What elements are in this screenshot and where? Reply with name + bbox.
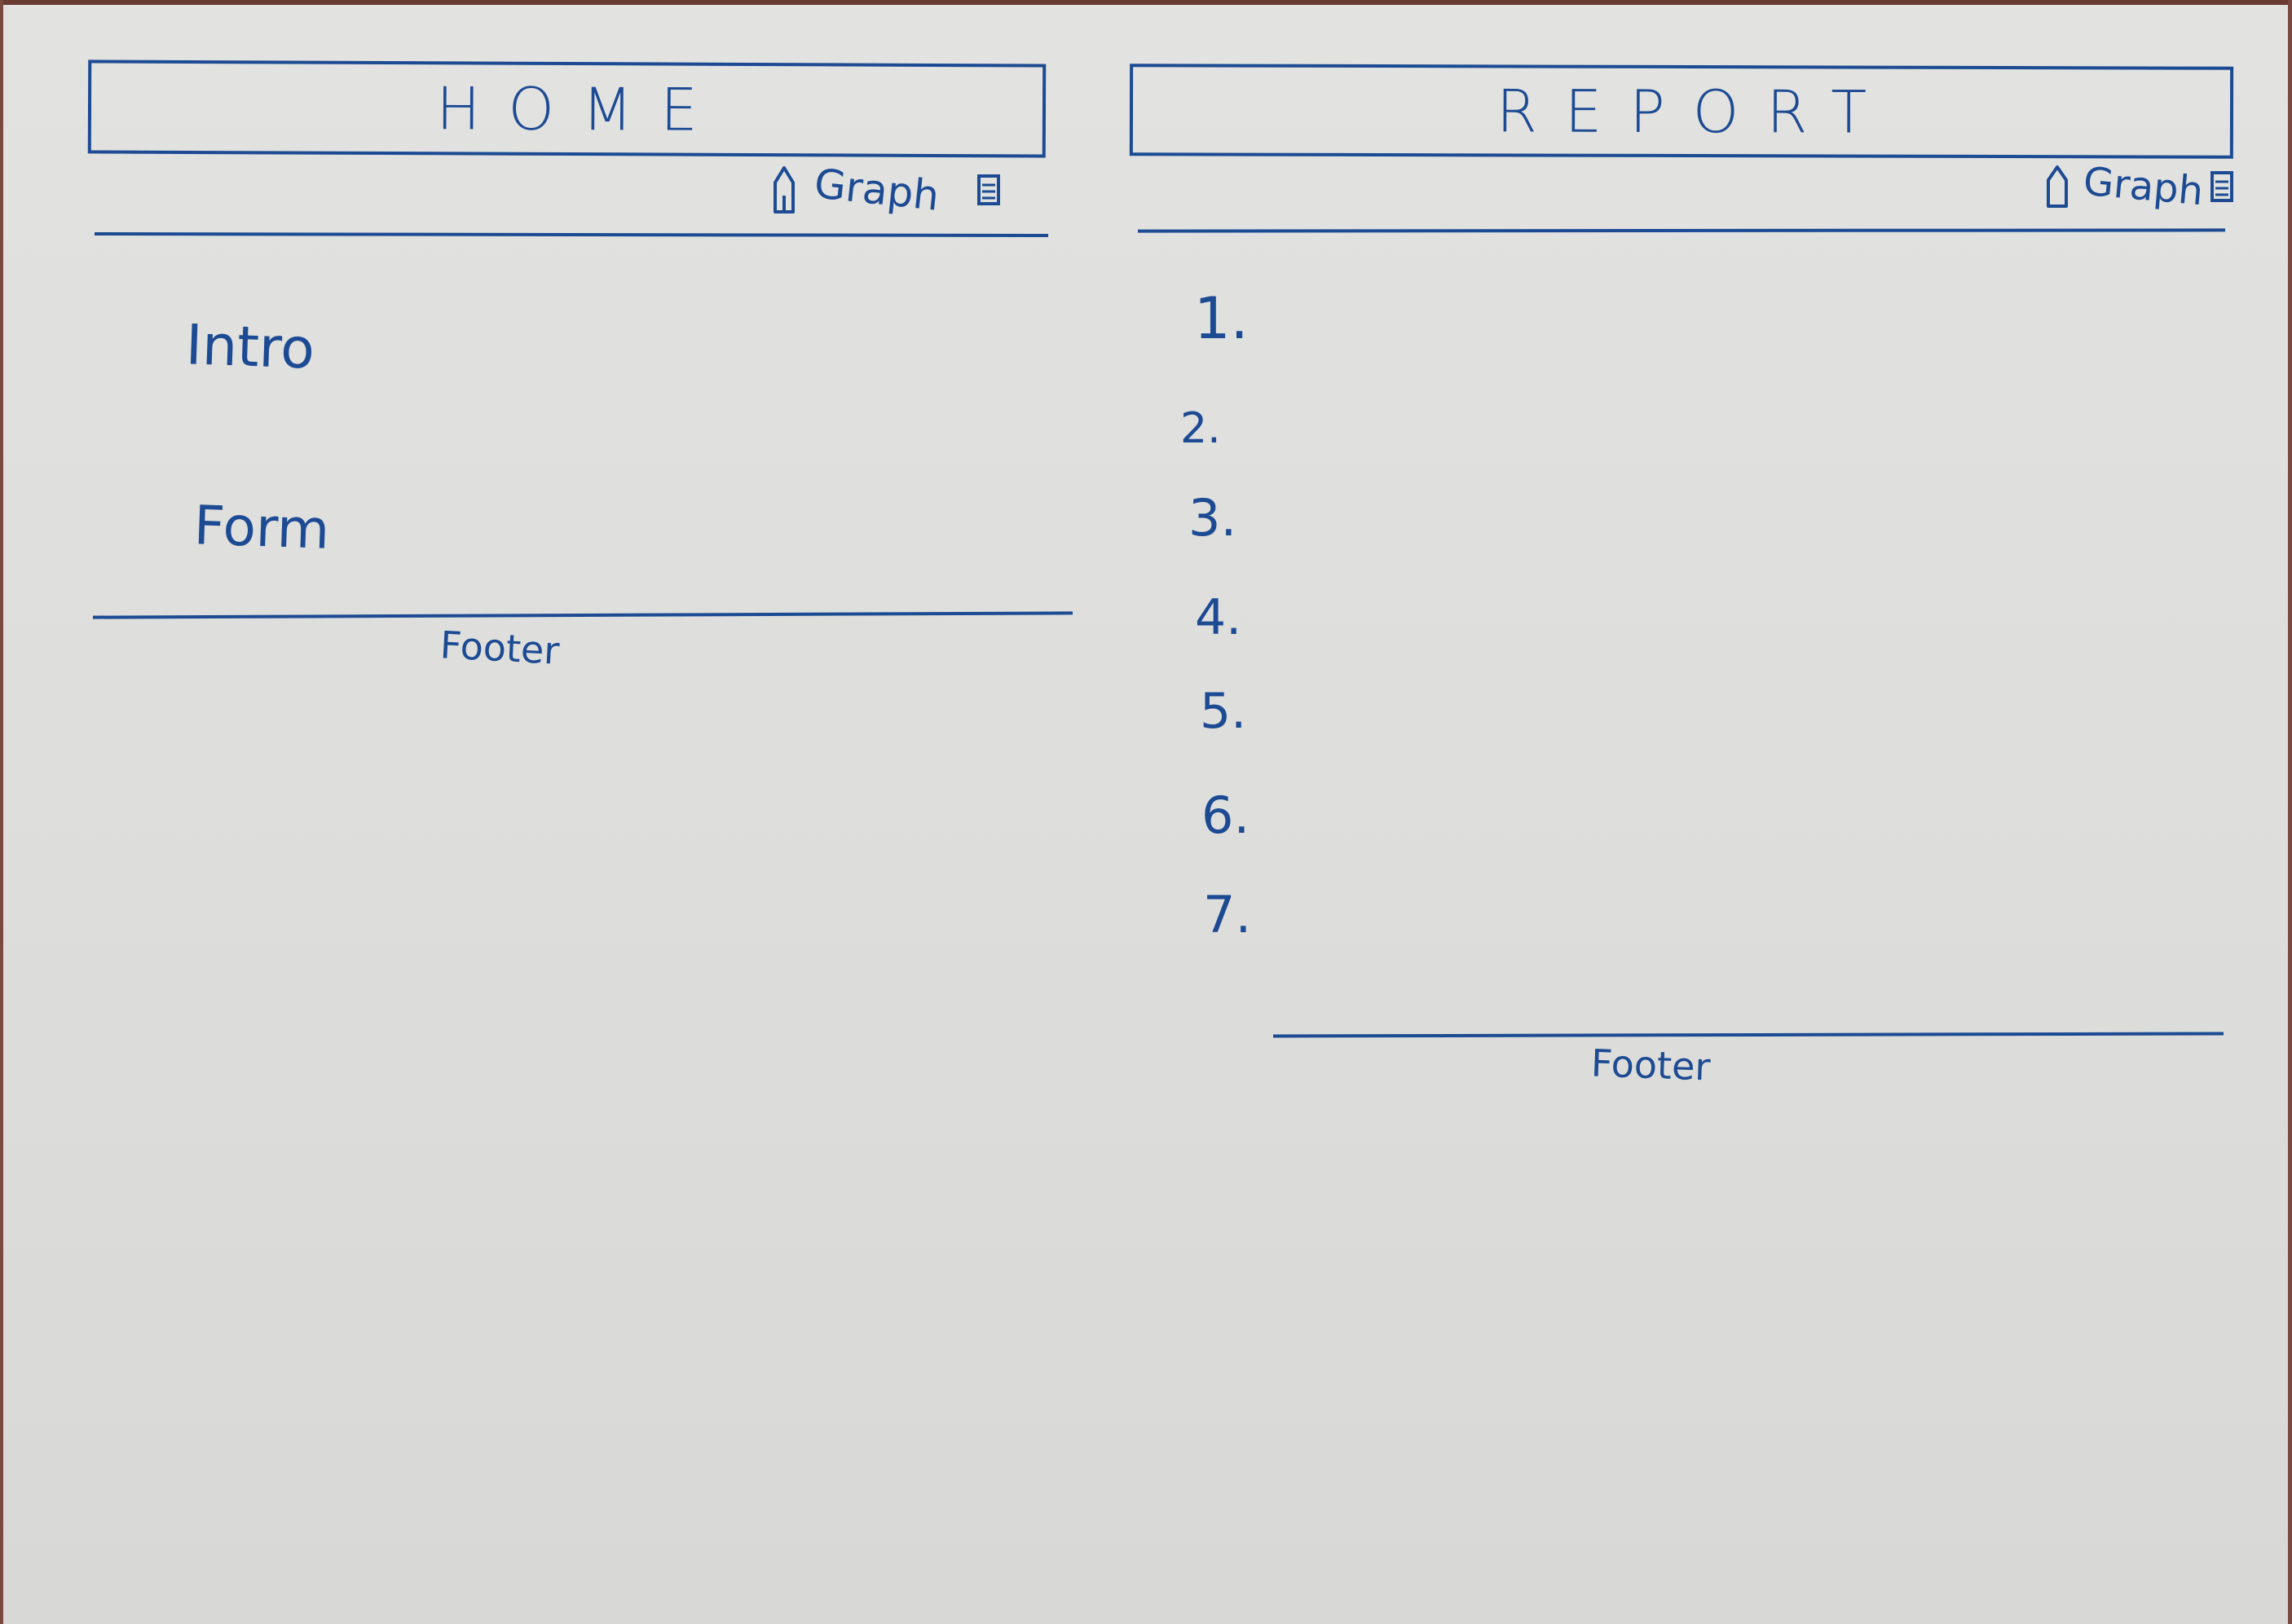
- report-footer: Footer: [1590, 1041, 1712, 1089]
- menu-icon[interactable]: [976, 174, 1001, 206]
- report-nav: Graph: [2044, 158, 2234, 215]
- list-item: 7.: [1203, 885, 1252, 944]
- list-item: 3.: [1188, 488, 1237, 548]
- home-nav: Graph: [770, 160, 1001, 220]
- home-intro-section: Intro: [184, 313, 316, 382]
- report-graph-link[interactable]: Graph: [2081, 158, 2206, 215]
- table-edge-top: [0, 0, 2292, 5]
- home-form-section: Form: [192, 494, 331, 561]
- home-footer: Footer: [439, 623, 561, 673]
- home-header-box: HOME: [87, 59, 1047, 158]
- list-item: 5.: [1200, 683, 1247, 740]
- report-header-box: REPORT: [1129, 64, 2234, 159]
- list-item: 1.: [1194, 285, 1249, 352]
- table-edge-left: [0, 0, 3, 1624]
- list-item: 4.: [1195, 589, 1242, 646]
- home-graph-link[interactable]: Graph: [812, 160, 941, 220]
- report-title: REPORT: [1496, 76, 1895, 147]
- home-icon[interactable]: [2044, 164, 2070, 209]
- table-edge-right: [2288, 0, 2292, 1624]
- menu-icon[interactable]: [2210, 170, 2234, 203]
- list-item: 2.: [1180, 404, 1221, 453]
- home-icon[interactable]: [770, 165, 798, 215]
- list-item: 6.: [1201, 786, 1250, 845]
- home-title: HOME: [436, 73, 725, 144]
